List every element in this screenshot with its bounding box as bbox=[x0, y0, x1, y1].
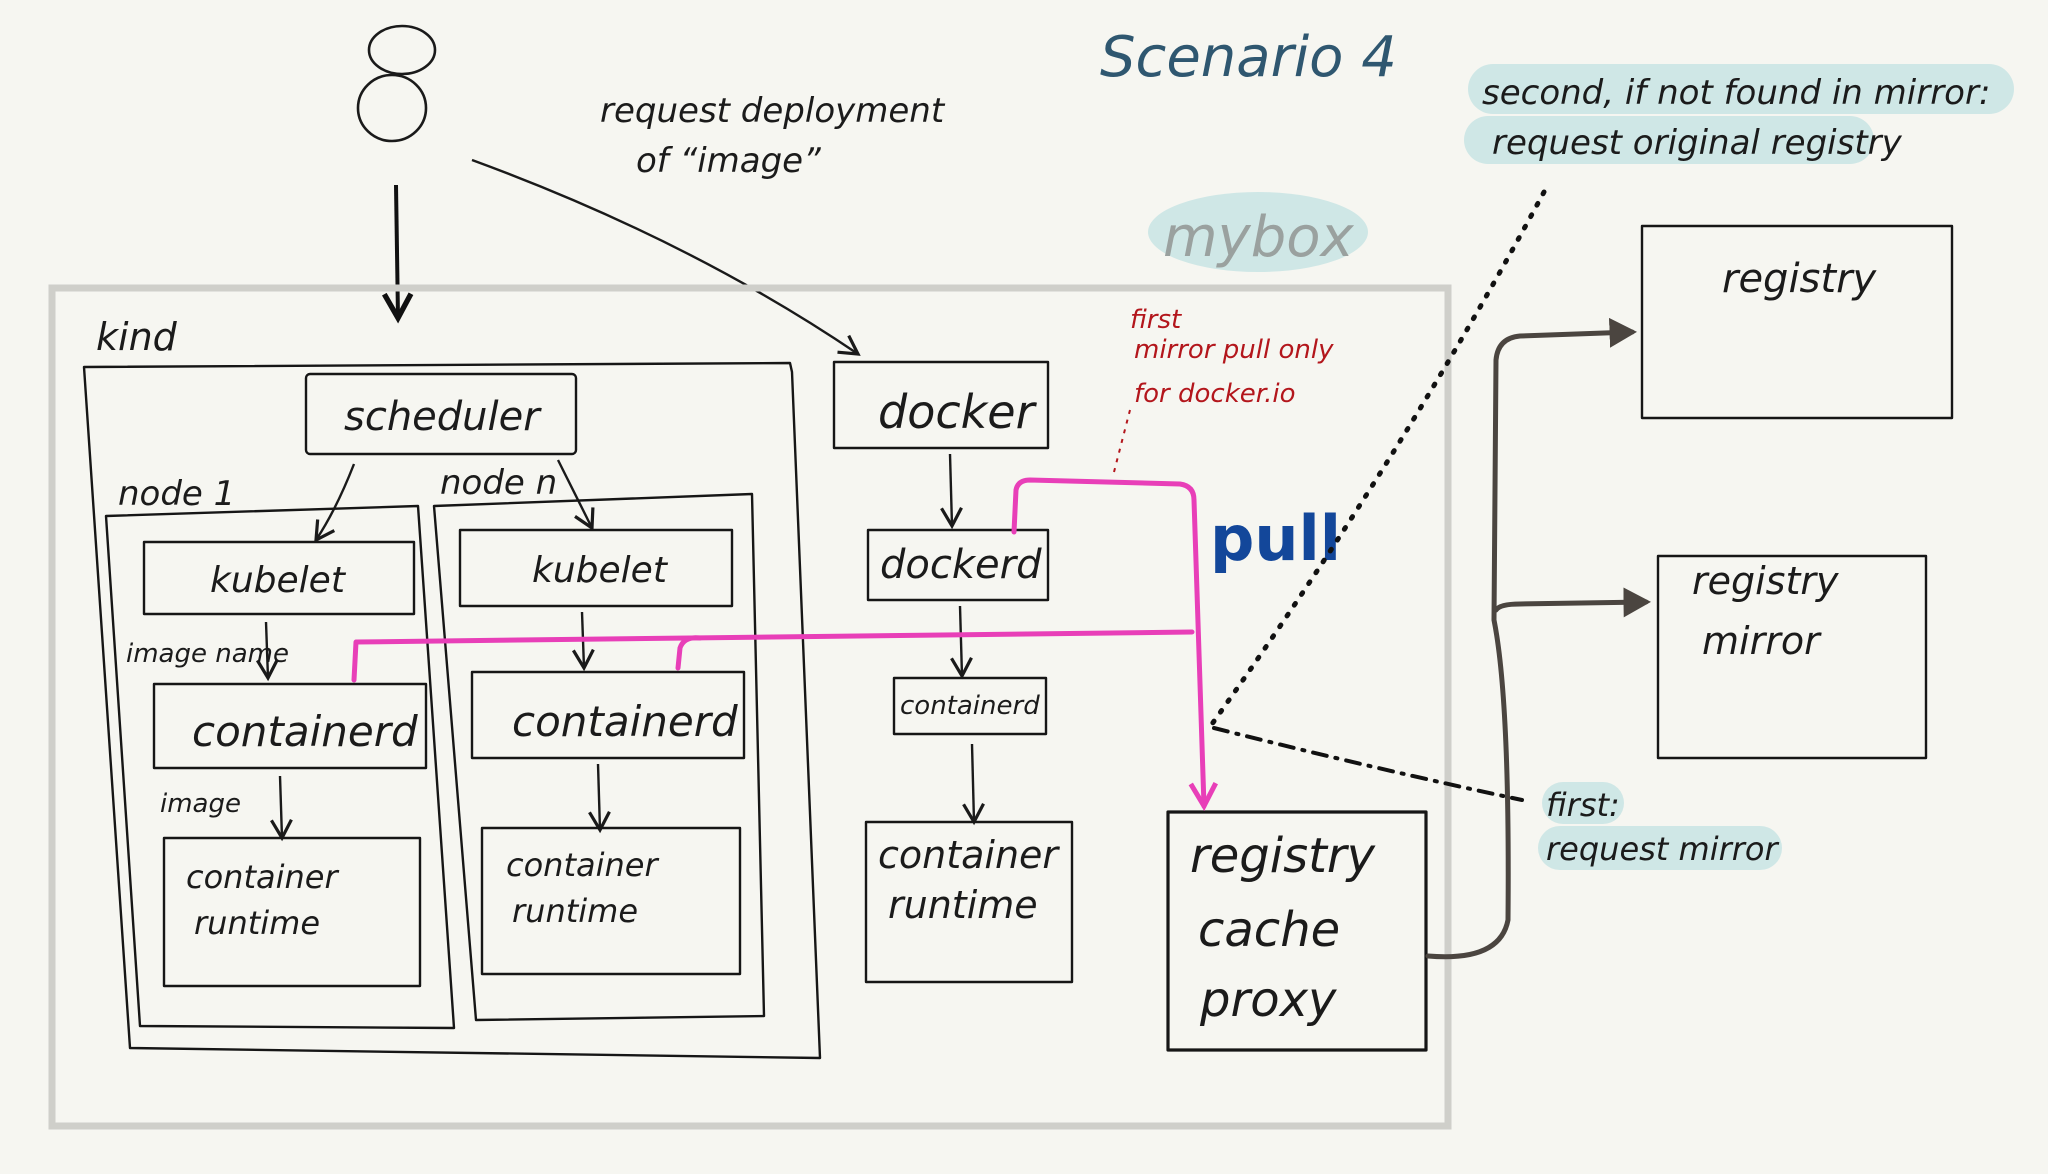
svg-text:registry: registry bbox=[1722, 256, 1878, 302]
image-name-label: image name bbox=[126, 639, 289, 669]
person-icon bbox=[356, 24, 437, 143]
first-request-note: first: request mirror bbox=[1538, 782, 1782, 870]
request-label-line-1: request deployment bbox=[600, 91, 946, 131]
noden-label: node n bbox=[440, 463, 557, 503]
svg-text:cache: cache bbox=[1198, 902, 1340, 958]
proxy-to-mirror-branch bbox=[1493, 587, 1651, 618]
node1-containerd-box: containerd bbox=[152, 682, 428, 770]
registry-box: registry bbox=[1640, 224, 1954, 420]
noden-container-runtime-box: container runtime bbox=[480, 826, 742, 976]
first-request-line-1: first: bbox=[1546, 786, 1620, 824]
svg-text:registry: registry bbox=[1692, 559, 1839, 603]
mybox-label: mybox bbox=[1148, 192, 1368, 272]
pull-path-noden-containerd bbox=[675, 635, 703, 671]
node1-label: node 1 bbox=[118, 474, 235, 514]
svg-text:kubelet: kubelet bbox=[532, 550, 669, 591]
containerd-to-runtime-arrow-docker bbox=[962, 743, 985, 826]
containerd-to-runtime-arrow-1 bbox=[270, 775, 293, 842]
request-label-line-2: of “image” bbox=[636, 141, 821, 181]
first-note-leader bbox=[1113, 409, 1131, 473]
svg-text:docker: docker bbox=[878, 385, 1038, 439]
docker-containerd-box: containerd bbox=[892, 676, 1048, 736]
svg-text:container: container bbox=[186, 858, 339, 896]
svg-text:runtime: runtime bbox=[512, 892, 638, 930]
mybox-frame bbox=[48, 284, 1452, 1130]
svg-text:containerd: containerd bbox=[512, 697, 738, 746]
noden-containerd-box: containerd bbox=[470, 670, 746, 760]
first-request-dashdot-path bbox=[1212, 726, 1524, 802]
second-note-line-1: second, if not found in mirror: bbox=[1482, 73, 1990, 113]
second-note: second, if not found in mirror: request … bbox=[1464, 64, 2014, 164]
svg-text:container: container bbox=[506, 846, 659, 884]
kubelet-to-containerd-arrow-1 bbox=[255, 621, 279, 682]
svg-text:proxy: proxy bbox=[1199, 972, 1337, 1028]
kind-label: kind bbox=[96, 315, 178, 359]
svg-text:dockerd: dockerd bbox=[880, 542, 1042, 588]
docker-to-dockerd-arrow bbox=[940, 453, 963, 530]
dockerd-to-containerd-arrow bbox=[950, 605, 973, 680]
second-note-line-2: request original registry bbox=[1492, 123, 1903, 163]
registry-mirror-box: registry mirror bbox=[1656, 554, 1928, 760]
docker-container-runtime-box: container runtime bbox=[864, 820, 1074, 984]
first-note-line-2: mirror pull only bbox=[1134, 335, 1334, 365]
node1-kubelet-box: kubelet bbox=[142, 540, 416, 616]
user-to-docker-arrow bbox=[471, 158, 861, 356]
svg-text:scheduler: scheduler bbox=[344, 394, 542, 440]
svg-text:runtime: runtime bbox=[888, 883, 1038, 927]
docker-box: docker bbox=[832, 360, 1050, 450]
pull-label: pull bbox=[1210, 502, 1341, 575]
svg-text:containerd: containerd bbox=[900, 691, 1040, 721]
svg-text:mybox: mybox bbox=[1163, 205, 1355, 270]
scheduler-to-kubeletn-arrow bbox=[556, 459, 595, 531]
kind-cluster-box bbox=[82, 361, 822, 1060]
svg-text:container: container bbox=[878, 833, 1060, 877]
pull-path-dockerd bbox=[1011, 477, 1204, 806]
scheduler-to-kubelet1-arrow bbox=[314, 463, 356, 543]
node1-box bbox=[104, 504, 456, 1030]
svg-text:runtime: runtime bbox=[194, 904, 320, 942]
user-to-kind-arrow bbox=[396, 184, 398, 318]
noden-box bbox=[432, 492, 766, 1022]
svg-text:containerd: containerd bbox=[192, 707, 418, 756]
svg-text:registry: registry bbox=[1190, 828, 1376, 884]
second-request-dotted-path bbox=[1209, 189, 1547, 727]
first-note-line-1: first bbox=[1130, 305, 1182, 335]
containerd-to-runtime-arrow-n bbox=[588, 763, 611, 834]
svg-text:kubelet: kubelet bbox=[210, 560, 347, 601]
proxy-upstream-line bbox=[1425, 317, 1637, 960]
first-note-line-3: for docker.io bbox=[1134, 379, 1295, 409]
noden-kubelet-box: kubelet bbox=[458, 528, 734, 608]
dockerd-box: dockerd bbox=[866, 528, 1050, 602]
diagram-title: Scenario 4 bbox=[1100, 25, 1397, 90]
pull-path-node1-containerd bbox=[351, 629, 1195, 683]
image-label: image bbox=[160, 789, 241, 819]
svg-text:mirror: mirror bbox=[1702, 619, 1822, 663]
first-request-line-2: request mirror bbox=[1546, 830, 1779, 868]
registry-cache-proxy-box: registry cache proxy bbox=[1166, 810, 1428, 1052]
node1-container-runtime-box: container runtime bbox=[162, 836, 422, 988]
scheduler-box: scheduler bbox=[304, 372, 578, 456]
